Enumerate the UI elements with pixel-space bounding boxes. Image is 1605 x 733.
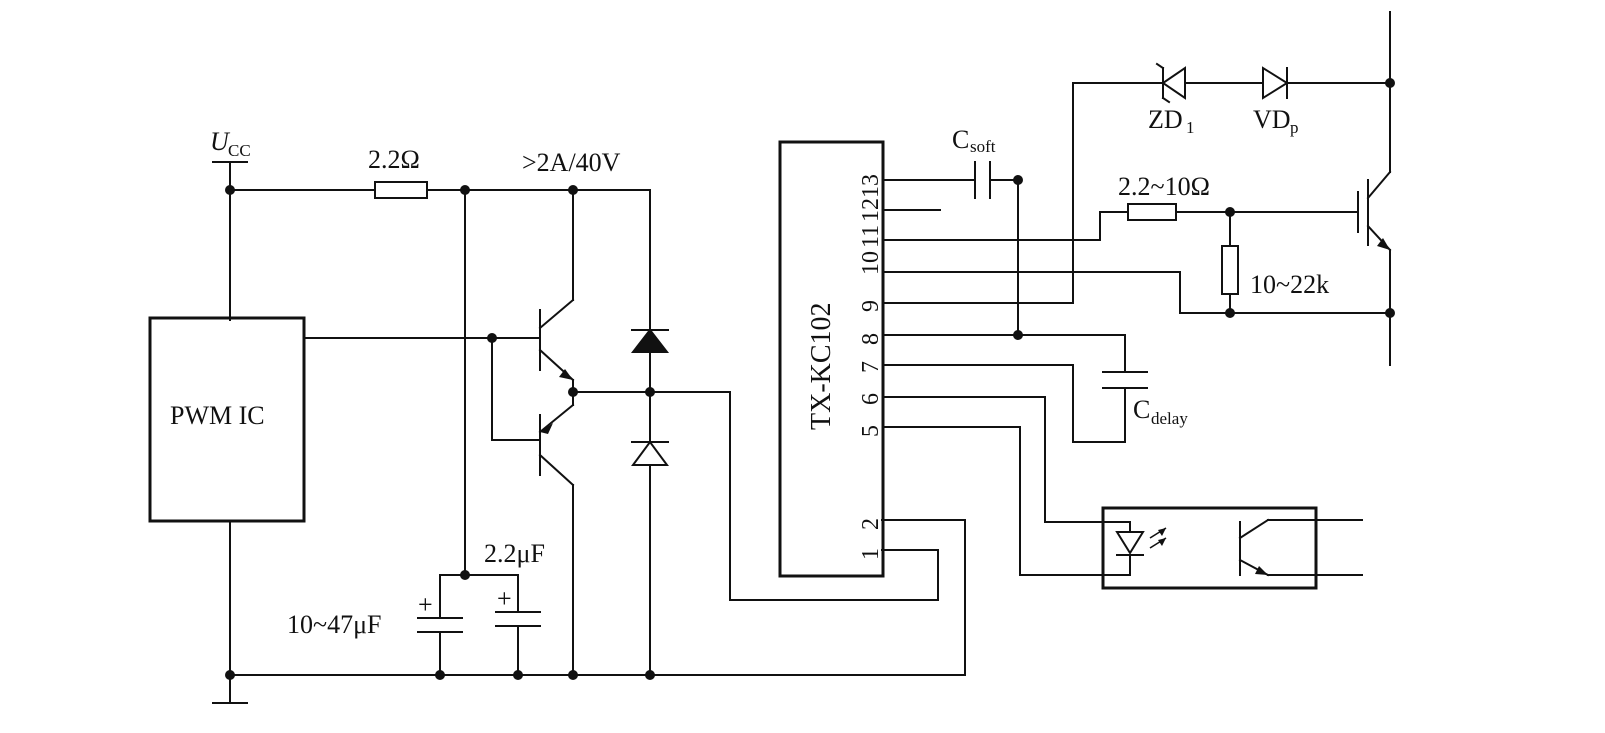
chip-label: TX-KC102 bbox=[806, 302, 837, 430]
pin-1: 1 bbox=[858, 548, 884, 560]
pin-12: 12 bbox=[858, 198, 884, 222]
cdelay-label-sub: delay bbox=[1151, 409, 1188, 428]
resistor-2-2-ohm: 2.2Ω bbox=[368, 145, 428, 199]
diode-chain: ZD 1 VD p bbox=[1072, 62, 1391, 137]
lower-pnp-transistor bbox=[538, 403, 575, 676]
pin-10: 10 bbox=[858, 251, 884, 275]
resistor-2-2-ohm-label: 2.2Ω bbox=[368, 145, 420, 174]
pin-13: 13 bbox=[858, 174, 884, 198]
ge-resistor-label: 10~22k bbox=[1250, 270, 1329, 299]
pwm-ic-label: PWM IC bbox=[170, 401, 265, 430]
pin-6: 6 bbox=[858, 393, 884, 405]
pin-11: 11 bbox=[858, 225, 884, 248]
cap-plus-small: + bbox=[497, 584, 512, 613]
cdelay-label: C bbox=[1133, 395, 1150, 424]
tx-kc102-chip: TX-KC102 bbox=[778, 140, 885, 578]
gate-resistor-label: 2.2~10Ω bbox=[1118, 172, 1210, 201]
zd1-label-sub: 1 bbox=[1186, 118, 1195, 137]
driver-rating-label: >2A/40V bbox=[522, 148, 621, 177]
pin-2: 2 bbox=[858, 518, 884, 530]
igbt bbox=[1357, 11, 1395, 366]
junction-dots-left bbox=[225, 185, 655, 680]
vdp-label-sub: p bbox=[1290, 118, 1299, 137]
ucc-label: U bbox=[210, 127, 231, 156]
cap-plus-large: + bbox=[418, 590, 433, 619]
pin-5: 5 bbox=[858, 425, 884, 437]
chip-pin-numbers: 13 12 11 10 9 8 7 6 5 2 1 bbox=[858, 174, 884, 560]
capacitor-2-2uf: + 2.2μF bbox=[484, 539, 545, 676]
clamp-diode-lower bbox=[631, 440, 669, 466]
pin-8: 8 bbox=[858, 333, 884, 345]
ucc-supply: U CC bbox=[210, 127, 251, 321]
ucc-label-sub: CC bbox=[228, 141, 251, 160]
optocoupler bbox=[1101, 506, 1363, 590]
zd1-label: ZD bbox=[1148, 105, 1183, 134]
csoft-label-sub: soft bbox=[970, 137, 996, 156]
csoft-label: C bbox=[952, 125, 969, 154]
pin-7: 7 bbox=[858, 361, 884, 373]
upper-npn-transistor bbox=[538, 189, 575, 382]
vdp-label: VD bbox=[1253, 105, 1291, 134]
pwm-ic: PWM IC bbox=[148, 316, 306, 523]
capacitor-2-2uf-label: 2.2μF bbox=[484, 539, 545, 568]
capacitor-10-47uf-label: 10~47μF bbox=[287, 610, 381, 639]
gate-resistor: 2.2~10Ω bbox=[1118, 172, 1359, 221]
pin-9: 9 bbox=[858, 300, 884, 312]
capacitor-cdelay: C delay bbox=[1102, 371, 1188, 428]
chip-pin-wires bbox=[882, 82, 1391, 576]
capacitor-10-47uf: + 10~47μF bbox=[287, 590, 463, 676]
capacitor-csoft: C soft bbox=[952, 125, 1023, 199]
clamp-diode-upper bbox=[630, 328, 670, 353]
ge-resistor: 10~22k bbox=[1221, 211, 1329, 318]
